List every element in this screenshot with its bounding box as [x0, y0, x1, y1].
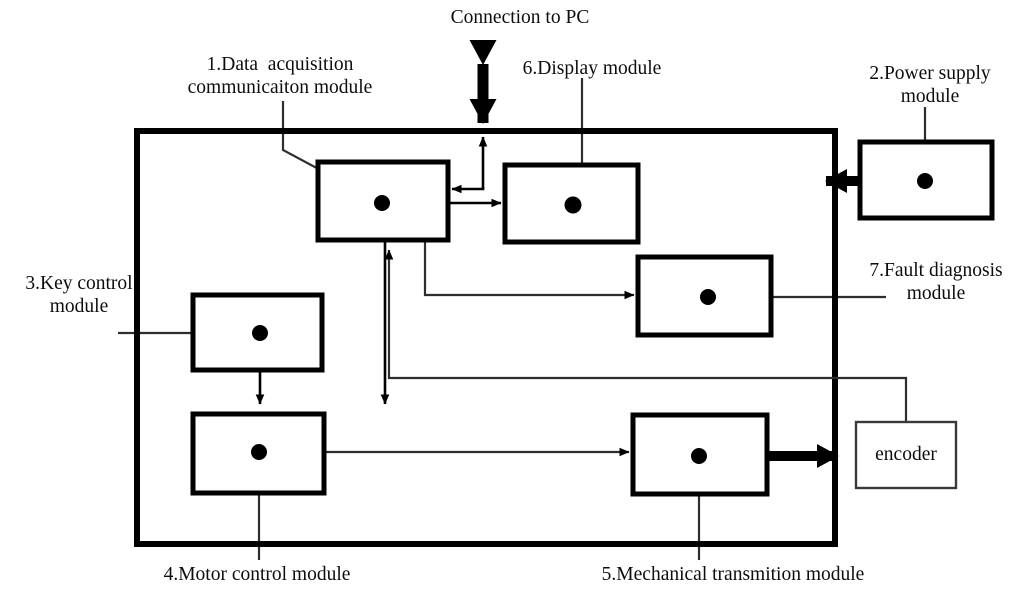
label-motor-control-module: 4.Motor control module — [163, 564, 351, 585]
dot-power-supply — [917, 173, 933, 189]
wire-encoder-feedback-to-dataacq — [384, 249, 908, 422]
dot-fault-diagnosis — [700, 289, 716, 305]
label-connection-to-pc: Connection to PC — [450, 7, 590, 28]
dot-motor-control — [251, 444, 267, 460]
dot-data-acquisition — [374, 195, 390, 211]
label-key-control-module: 3.Key control module — [25, 273, 133, 317]
label-data-acquisition: 1.Data acquisition communicaiton module — [187, 54, 373, 98]
wire-dataacq-to-fault — [423, 242, 635, 300]
label-mechanical-transmission-module: 5.Mechanical transmition module — [601, 564, 865, 585]
dot-display — [564, 196, 582, 214]
connection-dots — [251, 173, 933, 464]
dot-mech-transmission — [691, 448, 707, 464]
dot-key-control — [252, 325, 268, 341]
encoder-box-label: encoder — [875, 444, 937, 465]
label-display-module: 6.Display module — [522, 58, 662, 79]
system-enclosure — [134, 128, 838, 547]
label-fault-diagnosis-module: 7.Fault diagnosis module — [869, 260, 1003, 304]
wire-display-to-dataacq — [451, 184, 485, 194]
encoder-box[interactable] — [854, 420, 958, 490]
label-power-supply-module: 2.Power supply module — [869, 63, 991, 107]
